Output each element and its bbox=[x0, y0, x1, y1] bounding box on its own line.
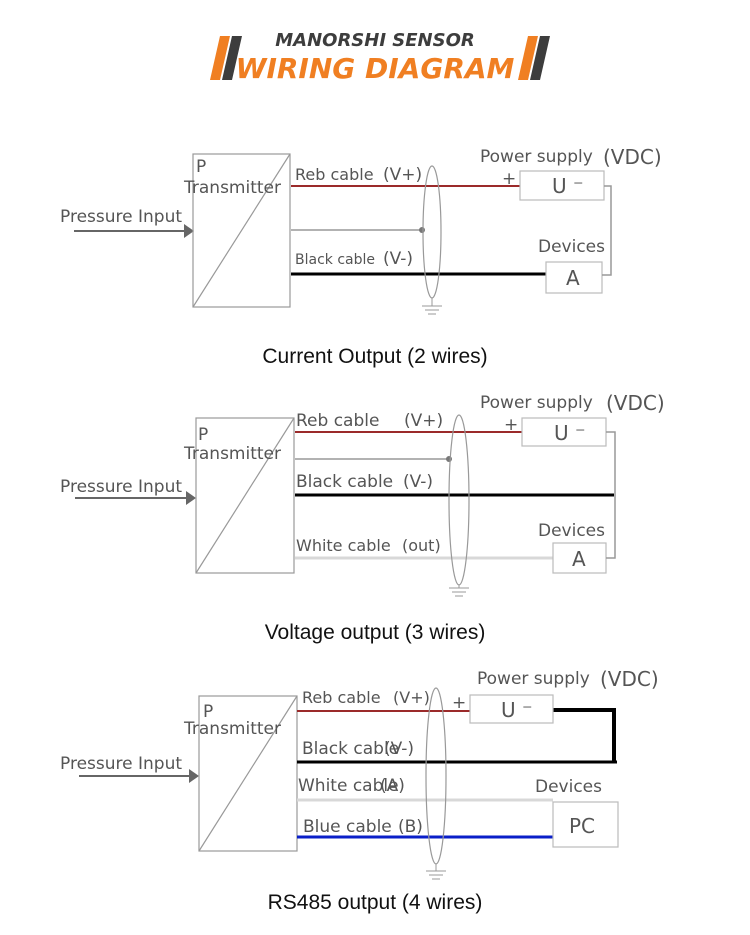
white-cable-suffix: (out) bbox=[402, 536, 441, 555]
transmitter-symbol: P bbox=[196, 157, 206, 177]
transmitter-symbol: P bbox=[203, 702, 213, 722]
power-supply-label: Power supply bbox=[480, 393, 593, 413]
power-supply-label: Power supply bbox=[480, 147, 593, 167]
device-box bbox=[545, 261, 603, 294]
blue-cable-suffix: (B) bbox=[398, 817, 423, 837]
black-cable-suffix: (V-) bbox=[403, 472, 433, 492]
shield-junction bbox=[446, 456, 452, 462]
blue-cable-label: Blue cable bbox=[303, 817, 392, 837]
plus-sign: + bbox=[452, 693, 466, 713]
header-stripes bbox=[210, 36, 550, 80]
ground-icon bbox=[449, 585, 469, 597]
arrow-head-icon bbox=[184, 224, 194, 238]
device-box bbox=[552, 801, 619, 848]
transmitter-diagonal bbox=[192, 153, 291, 308]
device-box-label: PC bbox=[569, 814, 595, 838]
black-cable-suffix: (V-) bbox=[383, 249, 413, 269]
devices-label: Devices bbox=[535, 777, 602, 797]
transmitter-label: Transmitter bbox=[183, 719, 281, 739]
return-wire bbox=[606, 431, 616, 559]
shield-junction bbox=[419, 227, 425, 233]
transmitter-diagonal bbox=[198, 695, 298, 852]
transmitter-label: Transmitter bbox=[183, 444, 281, 464]
white-cable-suffix: (A) bbox=[380, 776, 405, 796]
red-cable-suffix: (V+) bbox=[383, 165, 422, 185]
black-cable-label: Black cable bbox=[302, 739, 399, 759]
power-supply-unit: (VDC) bbox=[600, 667, 659, 691]
caption-voltage-output: Voltage output (3 wires) bbox=[264, 621, 486, 644]
power-supply-unit: (VDC) bbox=[603, 145, 662, 169]
brand-name: MANORSHI SENSOR bbox=[275, 30, 475, 51]
devices-label: Devices bbox=[538, 521, 605, 541]
white-cable-label: White cable bbox=[298, 776, 399, 796]
white-cable-label: White cable bbox=[296, 536, 391, 555]
black-cable-label: Black cable bbox=[296, 472, 393, 492]
power-supply-box bbox=[469, 694, 554, 724]
diagram-voltage-output: Pressure Input P Transmitter Reb cable (… bbox=[60, 391, 665, 597]
diagram-rs485-output: Pressure Input P Transmitter Reb cable (… bbox=[60, 667, 659, 880]
right-stripe-dark bbox=[530, 36, 550, 80]
black-cable-label: Black cable bbox=[295, 252, 375, 268]
red-cable-label: Reb cable bbox=[295, 165, 374, 184]
power-box-label: U ⁻ bbox=[552, 174, 584, 198]
red-cable-suffix: (V+) bbox=[393, 688, 430, 707]
power-box-label: U ⁻ bbox=[554, 421, 586, 445]
devices-label: Devices bbox=[538, 237, 605, 257]
caption-current-output: Current Output (2 wires) bbox=[262, 345, 488, 368]
caption-rs485-output: RS485 output (4 wires) bbox=[267, 891, 483, 914]
return-wire bbox=[602, 185, 612, 276]
left-stripe-orange bbox=[210, 36, 230, 80]
power-supply-unit: (VDC) bbox=[606, 391, 665, 415]
pressure-input-label: Pressure Input bbox=[60, 477, 182, 497]
diagram-current-output: Pressure Input P Transmitter Reb cable (… bbox=[60, 145, 662, 315]
red-cable-label: Reb cable bbox=[302, 688, 381, 707]
device-box-label: A bbox=[566, 266, 580, 290]
left-stripe-dark bbox=[222, 36, 242, 80]
pressure-input-label: Pressure Input bbox=[60, 754, 182, 774]
red-cable-suffix: (V+) bbox=[404, 411, 443, 431]
header: MANORSHI SENSOR WIRING DIAGRAM bbox=[0, 0, 750, 100]
pressure-input-label: Pressure Input bbox=[60, 207, 182, 227]
arrow-head-icon bbox=[189, 769, 199, 783]
page-title: WIRING DIAGRAM bbox=[235, 52, 515, 85]
transmitter-box bbox=[192, 153, 291, 308]
plus-sign: + bbox=[502, 169, 516, 189]
black-cable-suffix: (V-) bbox=[384, 739, 414, 759]
plus-sign: + bbox=[504, 415, 518, 435]
transmitter-box bbox=[195, 417, 295, 574]
ground-icon bbox=[422, 298, 442, 315]
transmitter-diagonal bbox=[195, 417, 295, 574]
power-supply-label: Power supply bbox=[477, 669, 590, 689]
transmitter-label: Transmitter bbox=[183, 178, 281, 198]
device-box-label: A bbox=[572, 547, 586, 571]
transmitter-symbol: P bbox=[198, 425, 208, 445]
power-box-label: U ⁻ bbox=[501, 698, 533, 722]
right-stripe-orange bbox=[518, 36, 538, 80]
ground-icon bbox=[426, 864, 446, 880]
arrow-head-icon bbox=[186, 491, 196, 505]
power-return-wire bbox=[553, 708, 616, 762]
transmitter-box bbox=[198, 695, 298, 852]
red-cable-label: Reb cable bbox=[296, 411, 379, 431]
